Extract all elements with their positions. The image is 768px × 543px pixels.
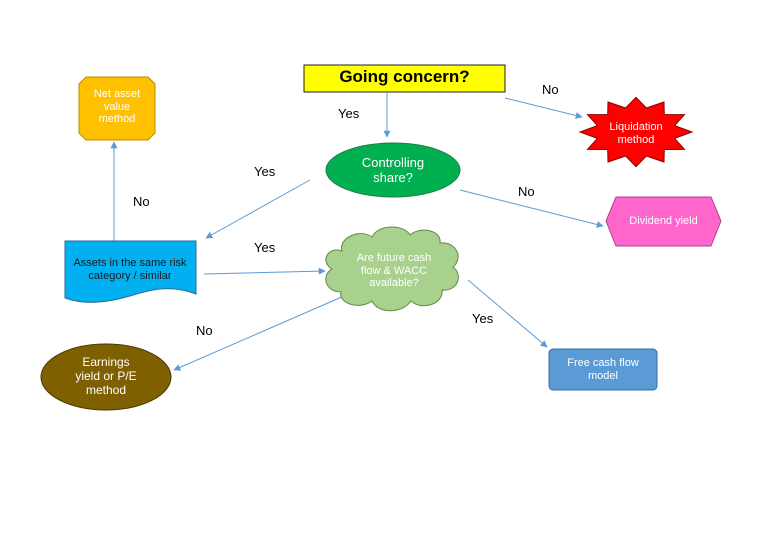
- edge-label-no-net-asset: No: [133, 194, 150, 209]
- free-cash-flow-shape: [548, 348, 658, 391]
- liquidation-shape: [578, 96, 694, 168]
- net-asset-value-shape: [78, 76, 156, 141]
- arrow-controlling-to-dividend: [459, 189, 604, 228]
- arrow-future-to-earnings: [173, 295, 345, 371]
- dividend-yield-shape: [605, 196, 722, 247]
- free-cash-flow-label: Free cash flow model: [567, 357, 639, 382]
- earnings-yield-label: Earnings yield or P/E method: [75, 355, 137, 397]
- edge-label-no-earnings: No: [196, 323, 213, 338]
- edge-label-yes-assets: Yes: [254, 164, 276, 179]
- controlling-share-label: Controlling share?: [361, 155, 425, 185]
- edge-label-yes-free-cash: Yes: [472, 311, 494, 326]
- net-asset-value-label: Net asset value method: [93, 88, 141, 126]
- going-concern-shape: [303, 64, 506, 93]
- edge-label-yes-controlling: Yes: [338, 106, 360, 121]
- dividend-yield-label: Dividend yield: [629, 215, 698, 227]
- connectors: [110, 93, 604, 371]
- arrow-assets-to-future: [203, 267, 326, 275]
- assets-same-risk-shape: [64, 240, 197, 303]
- earnings-yield-shape: [40, 343, 172, 411]
- arrow-going-to-liquidation: [504, 97, 583, 119]
- assets-same-risk-label: Assets in the same risk category / simil…: [73, 257, 187, 282]
- edge-label-yes-future: Yes: [254, 240, 276, 255]
- future-cash-flow-shape: [325, 226, 459, 312]
- arrow-future-to-free-cash: [467, 279, 548, 348]
- edge-label-no-dividend: No: [518, 184, 535, 199]
- liquidation-label: Liquidation method: [609, 121, 663, 146]
- edge-label-no-liquidation: No: [542, 82, 559, 97]
- controlling-share-shape: [325, 142, 461, 198]
- going-concern-label: Going concern?: [339, 67, 470, 86]
- future-cash-flow-label: Are future cash flow & WACC available?: [356, 252, 432, 290]
- arrow-controlling-to-assets: [205, 179, 311, 239]
